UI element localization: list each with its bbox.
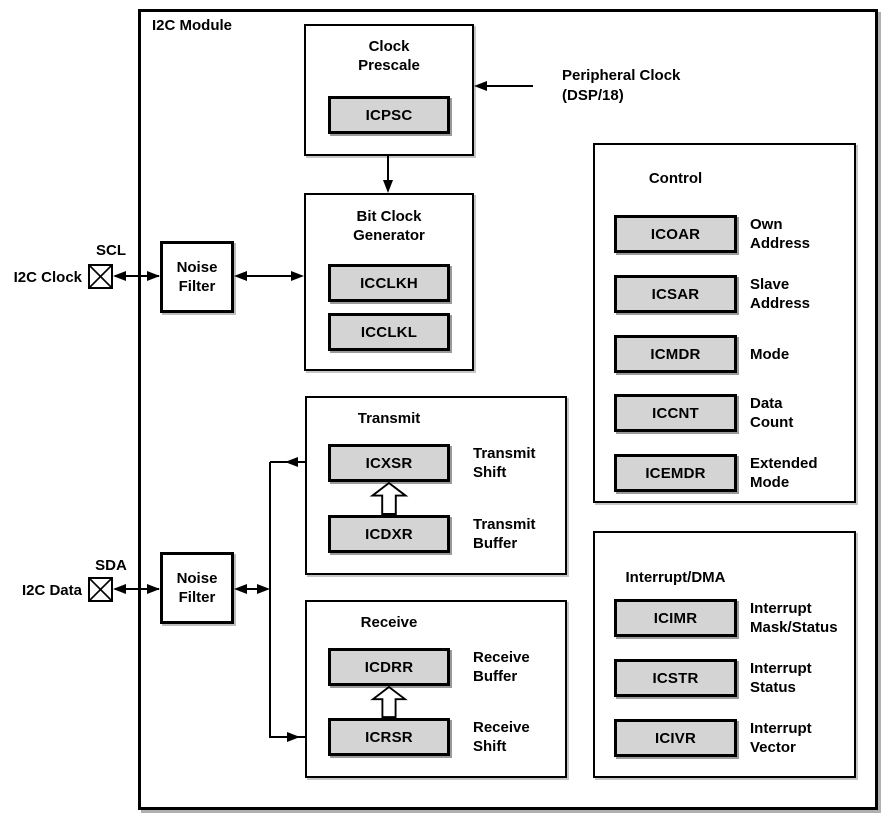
- register-icivr: ICIVR: [614, 719, 737, 757]
- left-arrowhead-icon: [113, 271, 126, 281]
- icivr-desc: Interrupt Vector: [750, 720, 812, 756]
- register-icdrr: ICDRR: [328, 648, 450, 686]
- scl-pin-filter-line: [115, 275, 159, 277]
- register-icemdr: ICEMDR: [614, 454, 737, 492]
- icemdr-desc: Extended Mode: [750, 455, 818, 491]
- register-icpsc: ICPSC: [328, 96, 450, 134]
- block-up-arrow-icon: [369, 686, 409, 718]
- left-arrowhead-icon: [234, 271, 247, 281]
- register-icstr: ICSTR: [614, 659, 737, 697]
- block-up-arrow-icon: [369, 482, 409, 515]
- right-arrowhead-icon: [257, 584, 270, 594]
- register-iccnt: ICCNT: [614, 394, 737, 432]
- control-title: Control: [648, 170, 703, 187]
- icsar-desc: Slave Address: [750, 276, 811, 312]
- register-icrsr: ICRSR: [328, 718, 450, 756]
- bit-clock-generator-title: Bit Clock Generator: [353, 208, 425, 244]
- module-title: I2C Module: [152, 17, 233, 34]
- scl-filter-bcg-line: [245, 275, 293, 277]
- right-arrowhead-icon: [287, 732, 300, 742]
- sda-pin-filter-line: [115, 588, 159, 590]
- icdxr-desc: Transmit Buffer: [473, 516, 536, 552]
- icoar-desc: Own Address: [750, 216, 811, 252]
- icdrr-desc: Receive Buffer: [473, 649, 530, 685]
- clock-prescale-box: [304, 24, 474, 156]
- i2c-data-label: I2C Data: [21, 582, 82, 599]
- iccnt-desc: Data Count: [750, 395, 794, 431]
- register-icxsr: ICXSR: [328, 444, 450, 482]
- clock-prescale-title: Clock Prescale: [358, 38, 420, 74]
- control-box: [593, 143, 856, 503]
- interrupt-dma-title: Interrupt/DMA: [625, 569, 726, 586]
- icmdr-desc: Mode: [750, 345, 790, 363]
- scl-pin-label: SCL: [96, 242, 126, 259]
- register-icdxr: ICDXR: [328, 515, 450, 553]
- register-icmdr: ICMDR: [614, 335, 737, 373]
- left-arrowhead-icon: [234, 584, 247, 594]
- icimr-desc: Interrupt Mask/Status: [750, 600, 838, 636]
- icxsr-desc: Transmit Shift: [473, 445, 536, 481]
- transmit-title: Transmit: [357, 410, 421, 427]
- register-icsar: ICSAR: [614, 275, 737, 313]
- right-arrowhead-icon: [147, 271, 160, 281]
- left-arrowhead-icon: [113, 584, 126, 594]
- peripheral-clock-line: [486, 85, 533, 87]
- sda-junction-rail: [269, 462, 271, 738]
- icrsr-desc: Receive Shift: [473, 719, 530, 755]
- icstr-desc: Interrupt Status: [750, 660, 812, 696]
- icxsr-out-line: [270, 461, 328, 463]
- receive-title: Receive: [360, 614, 418, 631]
- down-arrowhead-icon: [383, 180, 393, 193]
- register-icclkl: ICCLKL: [328, 313, 450, 351]
- i2c-clock-label: I2C Clock: [13, 269, 82, 286]
- right-arrowhead-icon: [291, 271, 304, 281]
- left-arrowhead-icon: [474, 81, 487, 91]
- sda-pad-icon: [88, 577, 113, 602]
- scl-pad-icon: [88, 264, 113, 289]
- peripheral-clock-label: Peripheral Clock (DSP/18): [562, 67, 681, 104]
- left-arrowhead-icon: [285, 457, 298, 467]
- noise-filter-scl-box: Noise Filter: [160, 241, 234, 313]
- register-icoar: ICOAR: [614, 215, 737, 253]
- prescale-to-bcg-line: [387, 156, 389, 182]
- sda-filter-junction-line: [246, 588, 259, 590]
- right-arrowhead-icon: [147, 584, 160, 594]
- register-icimr: ICIMR: [614, 599, 737, 637]
- noise-filter-sda-box: Noise Filter: [160, 552, 234, 624]
- sda-pin-label: SDA: [95, 557, 127, 574]
- register-icclkh: ICCLKH: [328, 264, 450, 302]
